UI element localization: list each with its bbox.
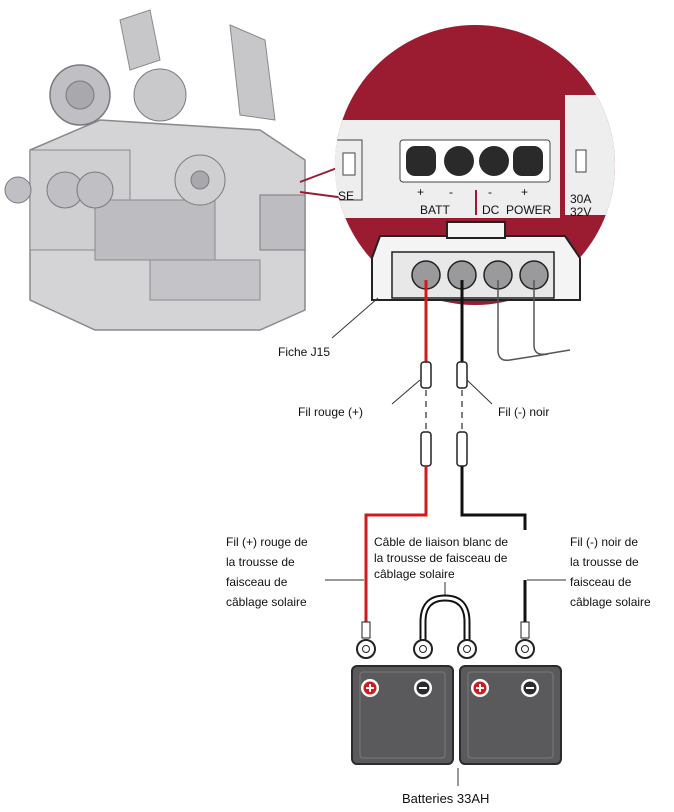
plug-leader-line: [331, 297, 379, 339]
spade-connector-icon: [420, 431, 432, 467]
spade-connector-icon: [420, 361, 432, 389]
white-cable-line: câblage solaire: [374, 567, 455, 581]
ring-terminal-icon: [515, 621, 535, 659]
kit-red-line: Fil (+) rouge de: [226, 535, 308, 549]
black-wire-label: Fil (-) noir: [498, 405, 549, 419]
ring-terminal-icon: [457, 639, 477, 659]
spade-connector-icon: [456, 431, 468, 467]
spade-connector-icon: [456, 361, 468, 389]
plus-terminal-icon: [361, 679, 379, 697]
white-cable-line: Câble de liaison blanc de: [374, 535, 508, 549]
kit-black-line: Fil (-) noir de: [570, 535, 638, 549]
panel-amp-label: 30A: [570, 192, 591, 206]
grey-wire: [497, 280, 549, 362]
device-illustration: [4, 9, 306, 331]
kit-red-line: la trousse de: [226, 555, 295, 569]
panel-plus-2: +: [521, 185, 528, 199]
plug-label: Fiche J15: [278, 345, 330, 359]
panel-fuse-text: SE: [338, 189, 354, 203]
panel-minus-1: -: [449, 185, 453, 199]
kit-black-line: câblage solaire: [570, 595, 651, 609]
black-wire-leader: [466, 379, 493, 405]
white-cable-label-bg: [372, 530, 530, 580]
battery-right: [459, 665, 562, 765]
kit-black-label: Fil (-) noir de la trousse de faisceau d…: [570, 535, 651, 609]
battery-left: [351, 665, 454, 765]
grey-wire: [533, 280, 571, 356]
panel-minus-2: -: [488, 185, 492, 199]
kit-black-line: la trousse de: [570, 555, 639, 569]
kit-red-line: faisceau de: [226, 575, 288, 589]
kit-black-line: faisceau de: [570, 575, 632, 589]
panel-batt-label: BATT: [420, 203, 450, 217]
minus-terminal-icon: [414, 679, 432, 697]
batteries-label: Batteries 33AH: [402, 791, 489, 806]
red-kit-wire: [364, 466, 428, 624]
red-wire-label: Fil rouge (+): [298, 405, 363, 419]
j15-plug: [371, 221, 581, 301]
white-cable-label: Câble de liaison blanc de la trousse de …: [374, 535, 508, 581]
panel-dc-label: DC: [482, 203, 500, 217]
ring-terminal-icon: [356, 621, 376, 659]
white-link-cable-core: [421, 596, 469, 640]
callout-line: [299, 191, 346, 199]
ring-terminal-icon: [413, 639, 433, 659]
white-cable-line: la trousse de faisceau de: [374, 551, 508, 565]
panel-volt-label: 32V: [570, 205, 591, 219]
plus-terminal-icon: [471, 679, 489, 697]
kit-red-line: câblage solaire: [226, 595, 307, 609]
kit-red-label: Fil (+) rouge de la trousse de faisceau …: [226, 535, 308, 609]
panel-power-label: POWER: [506, 203, 552, 217]
minus-terminal-icon: [521, 679, 539, 697]
panel-plus-1: +: [417, 185, 424, 199]
red-wire-leader: [391, 379, 421, 405]
